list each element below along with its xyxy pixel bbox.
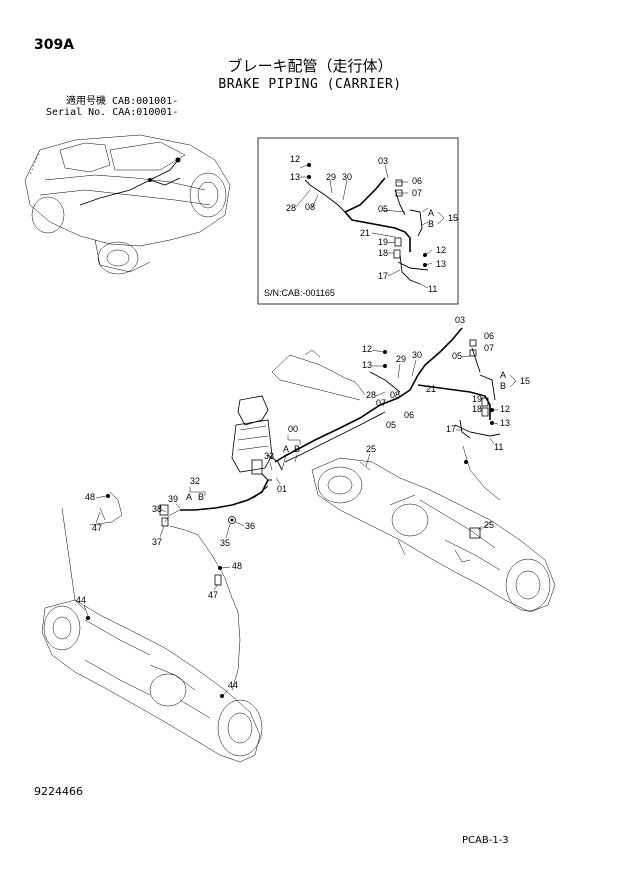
svg-text:07: 07 [484,343,494,353]
svg-text:25: 25 [484,520,494,530]
svg-text:11: 11 [428,284,437,294]
svg-text:A: A [283,444,289,454]
svg-text:B: B [198,492,204,502]
svg-text:17: 17 [378,271,388,281]
svg-text:B: B [428,219,434,229]
svg-text:18: 18 [378,248,388,258]
svg-text:05: 05 [386,420,396,430]
page-reference: PCAB-1-3 [462,835,509,846]
svg-text:21: 21 [426,384,436,394]
svg-text:33: 33 [264,451,274,461]
svg-text:06: 06 [484,331,494,341]
svg-text:28: 28 [366,390,376,400]
svg-text:21: 21 [360,228,370,238]
serial-number: Serial No. CAA:010001- [46,107,179,118]
title-japanese: ブレーキ配管（走行体） [227,57,393,75]
svg-text:01: 01 [277,484,287,494]
svg-text:12: 12 [290,154,300,164]
svg-text:12: 12 [436,245,446,255]
svg-text:00: 00 [288,424,298,434]
svg-text:47: 47 [92,523,102,533]
svg-text:07: 07 [412,188,422,198]
title-english: BRAKE PIPING (CARRIER) [218,77,402,92]
svg-text:30: 30 [412,350,422,360]
svg-text:44: 44 [228,680,238,690]
inset-serial-note: S/N:CAB:-001165 [264,288,335,298]
svg-text:29: 29 [326,172,336,182]
inset-box: 12 13 28 08 29 30 03 06 07 05 A B 15 21 … [257,137,459,305]
svg-text:A: A [428,208,434,218]
svg-text:36: 36 [245,521,255,531]
svg-text:32: 32 [190,476,200,486]
svg-text:15: 15 [520,376,530,386]
document-number: 9224466 [34,785,83,798]
svg-text:28: 28 [286,203,296,213]
svg-text:38: 38 [152,504,162,514]
rear-axle-sketch [311,457,556,613]
main-callouts: 03 06 07 05 12 13 29 30 21 A B 15 28 08 … [76,315,530,697]
svg-text:07: 07 [376,398,386,408]
svg-text:39: 39 [168,494,178,504]
svg-text:06: 06 [412,176,422,186]
svg-text:19: 19 [472,394,482,404]
svg-text:37: 37 [152,537,162,547]
svg-text:03: 03 [378,156,388,166]
svg-text:12: 12 [362,344,372,354]
serial-applicability: 適用号機 CAB:001001- [66,96,179,107]
svg-text:48: 48 [85,492,95,502]
svg-text:19: 19 [378,237,388,247]
svg-text:13: 13 [436,259,446,269]
svg-text:35: 35 [220,538,230,548]
svg-text:11: 11 [494,442,503,452]
svg-text:29: 29 [396,354,406,364]
svg-text:B: B [294,444,300,454]
svg-text:13: 13 [290,172,300,182]
svg-text:25: 25 [366,444,376,454]
svg-text:30: 30 [342,172,352,182]
svg-text:15: 15 [448,213,458,223]
svg-text:B: B [500,381,506,391]
svg-text:A: A [186,492,192,502]
main-piping [61,327,501,691]
svg-text:06: 06 [404,410,414,420]
svg-text:18: 18 [472,404,482,414]
svg-text:17: 17 [446,424,456,434]
svg-text:13: 13 [500,418,510,428]
machine-overview-sketch [24,134,231,275]
svg-text:48: 48 [232,561,242,571]
svg-text:03: 03 [455,315,465,325]
svg-text:12: 12 [500,404,510,414]
page-code: 309A [34,37,75,53]
front-axle-sketch [41,599,263,763]
svg-text:08: 08 [390,390,400,400]
svg-text:A: A [500,370,506,380]
svg-text:44: 44 [76,595,86,605]
svg-text:05: 05 [452,351,462,361]
svg-text:47: 47 [208,590,218,600]
svg-text:05: 05 [378,204,388,214]
svg-text:13: 13 [362,360,372,370]
svg-text:08: 08 [305,202,315,212]
